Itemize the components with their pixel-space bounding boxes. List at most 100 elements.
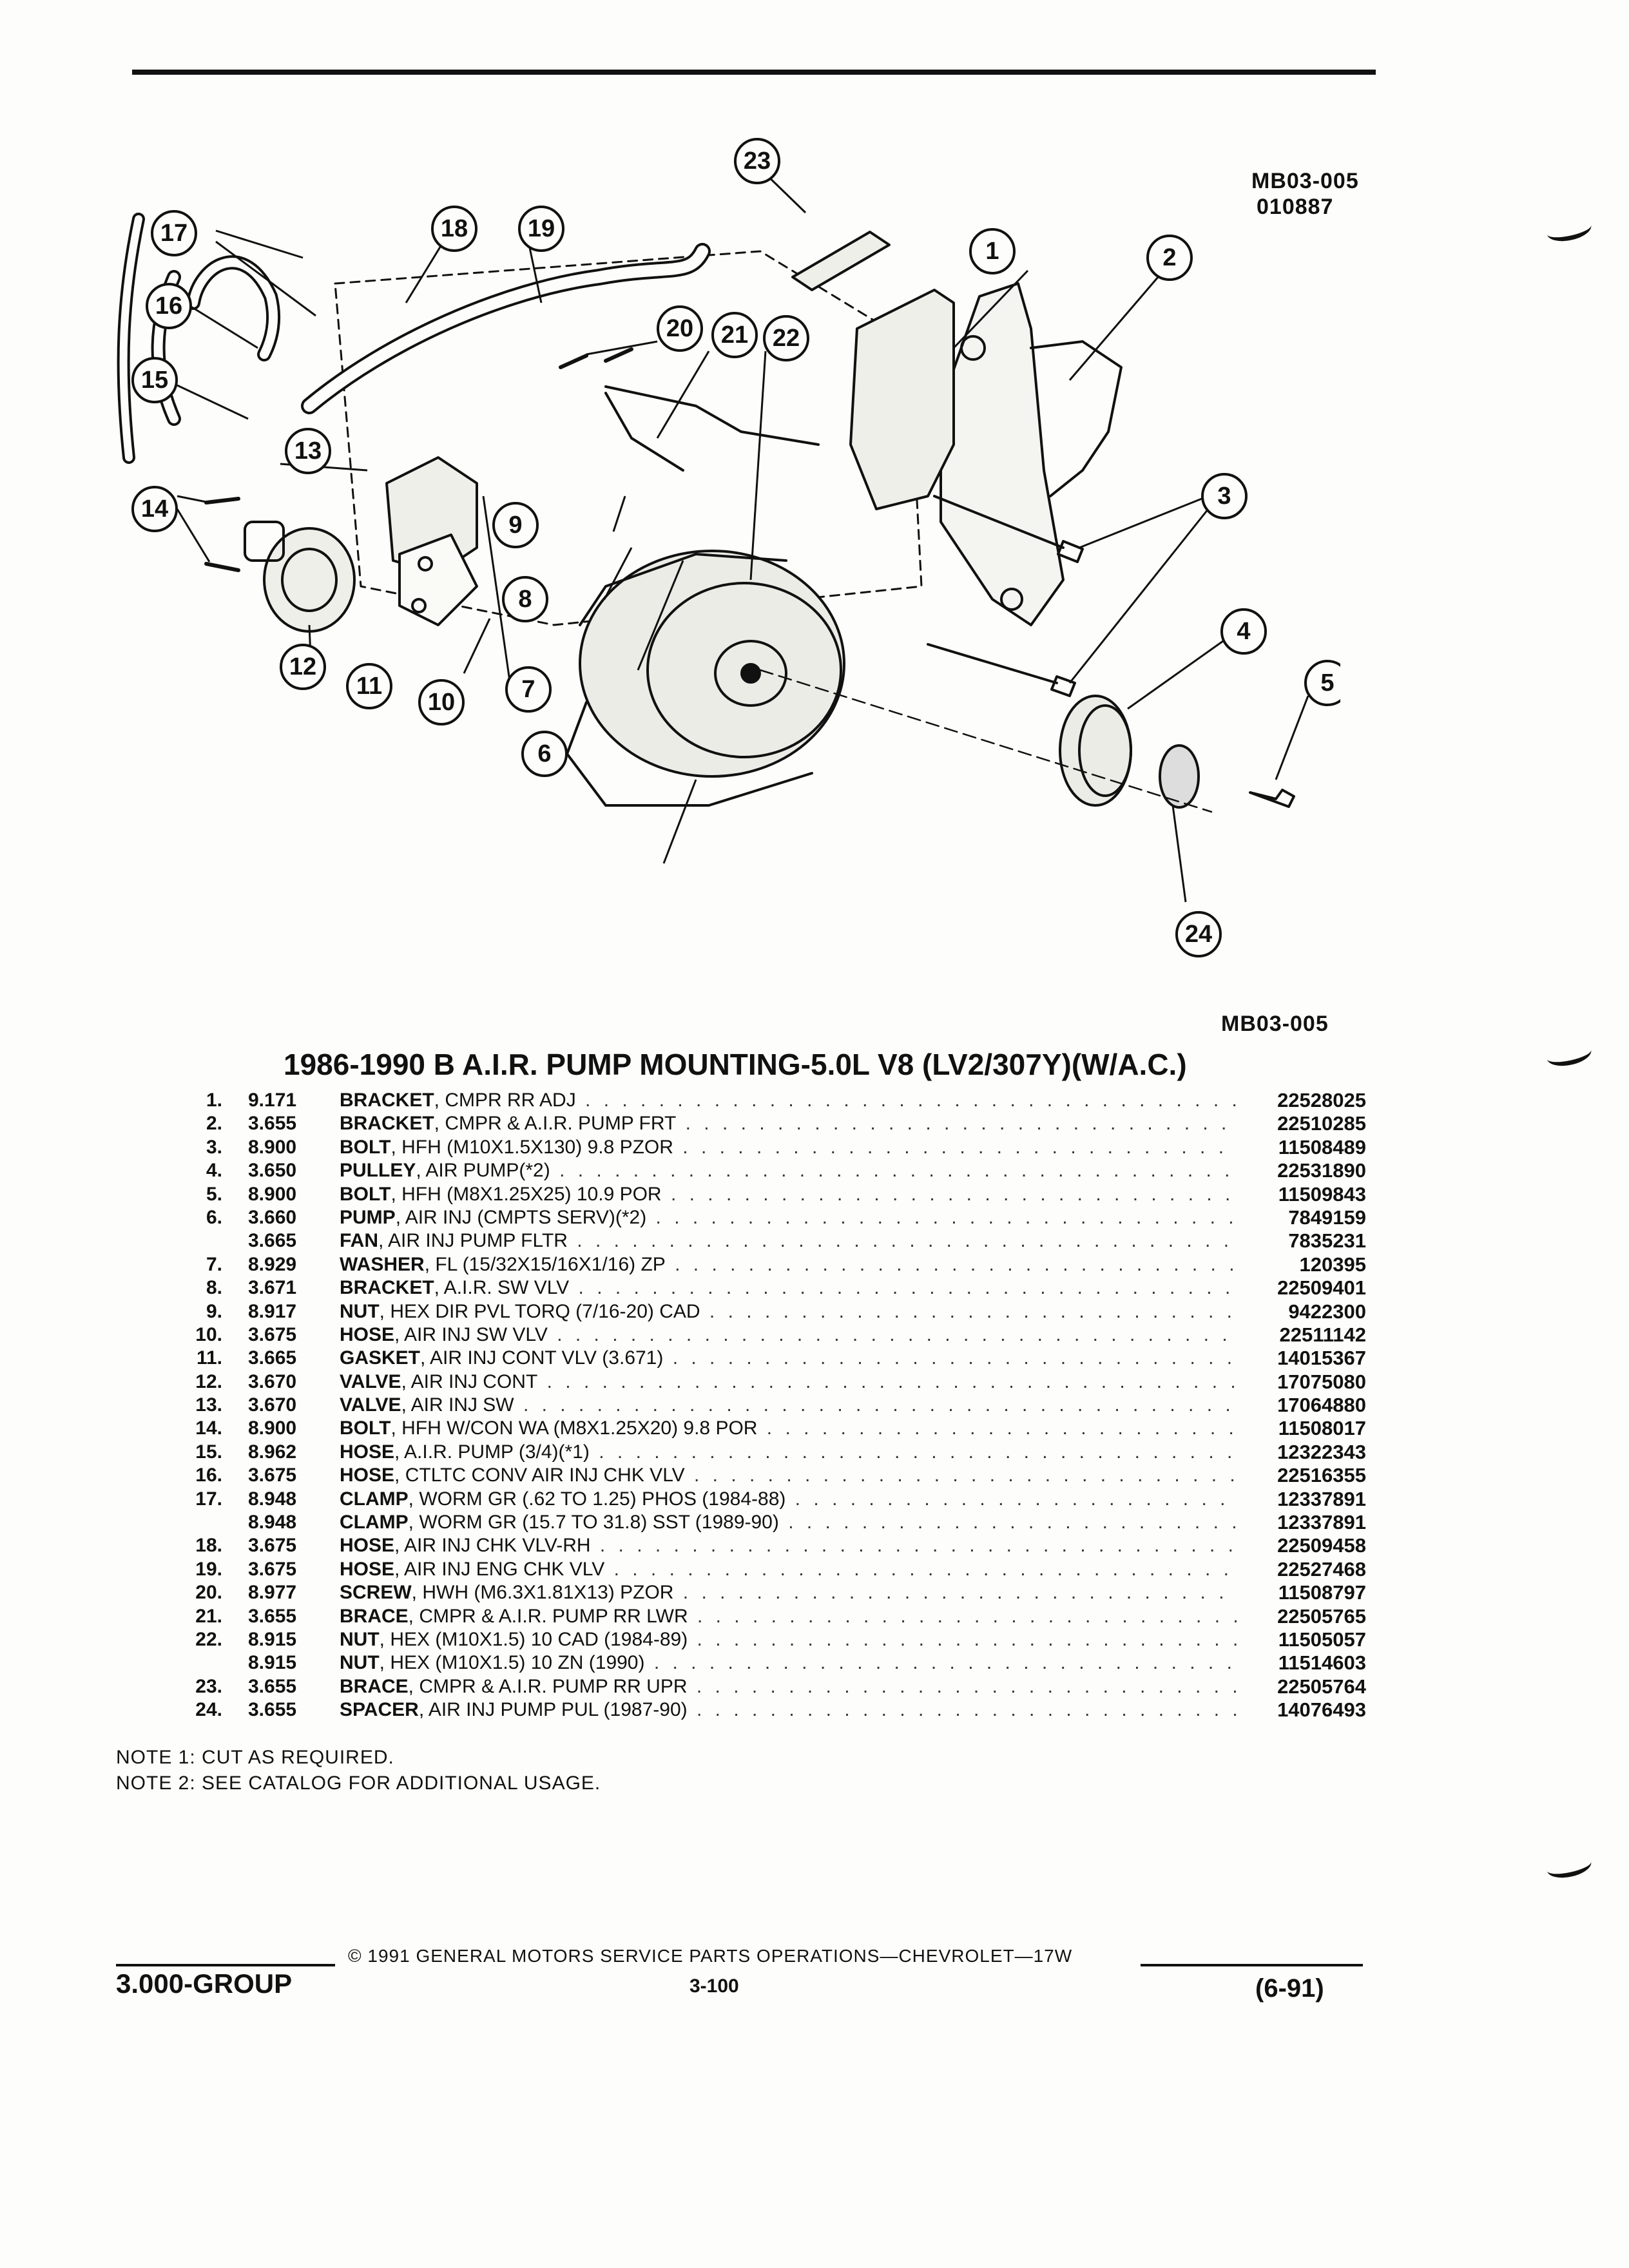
- part-noun: CLAMP: [340, 1488, 409, 1510]
- part-detail: , HFH W/CON WA (M8X1.25X20) 9.8 POR: [390, 1418, 758, 1439]
- part-detail: , AIR PUMP(*2): [416, 1160, 550, 1182]
- figure-id-top: MB03-005: [1251, 169, 1359, 193]
- callout-17: 17: [160, 220, 188, 247]
- group-number: 9.171: [248, 1090, 297, 1111]
- group-number: 8.900: [248, 1136, 297, 1158]
- callout-20: 20: [666, 315, 693, 342]
- part-description: SPACER, AIR INJ PUMP PUL (1987-90) . . .…: [340, 1698, 1237, 1722]
- part-detail: , HWH (M6.3X1.81X13) PZOR: [411, 1582, 674, 1604]
- group-number: 3.675: [248, 1323, 297, 1345]
- part-detail: , AIR INJ PUMP PUL (1987-90): [418, 1699, 688, 1721]
- notes: NOTE 1: CUT AS REQUIRED. NOTE 2: SEE CAT…: [116, 1745, 601, 1796]
- group-number: 8.948: [248, 1512, 297, 1533]
- part-number: 11508017: [1278, 1417, 1366, 1440]
- part-description: VALVE, AIR INJ CONT . . . . . . . . . . …: [340, 1370, 1237, 1394]
- part-number: 22509401: [1277, 1276, 1366, 1300]
- part-description: NUT, HEX (M10X1.5) 10 ZN (1990) . . . . …: [340, 1651, 1237, 1675]
- part-noun: PUMP: [340, 1206, 396, 1228]
- item-number: 19.: [195, 1558, 222, 1580]
- callout-4: 4: [1237, 618, 1250, 645]
- dot-leader: . . . . . . . . . . . . . . . . . . . . …: [697, 1628, 1237, 1650]
- group-number: 8.900: [248, 1183, 297, 1205]
- dot-leader: . . . . . . . . . . . . . . . . . . . . …: [697, 1605, 1237, 1627]
- part-number: 12322343: [1277, 1440, 1366, 1463]
- footer-copyright: © 1991 GENERAL MOTORS SERVICE PARTS OPER…: [348, 1946, 1073, 1966]
- group-number: 8.915: [248, 1628, 297, 1650]
- part-detail: , HEX (M10X1.5) 10 CAD (1984-89): [379, 1628, 688, 1650]
- callout-14: 14: [141, 495, 168, 523]
- part-noun: BRACKET: [340, 1090, 434, 1111]
- part-description: PUMP, AIR INJ (CMPTS SERV)(*2) . . . . .…: [340, 1206, 1237, 1229]
- part-number: 14015367: [1277, 1347, 1366, 1370]
- part-number: 9422300: [1288, 1300, 1366, 1323]
- group-number: 3.670: [248, 1370, 297, 1392]
- part-noun: GASKET: [340, 1347, 421, 1369]
- part-number: 22528025: [1277, 1089, 1366, 1111]
- part-description: BOLT, HFH (M10X1.5X130) 9.8 PZOR . . . .…: [340, 1136, 1237, 1159]
- part-noun: HOSE: [340, 1441, 395, 1463]
- item-number: 6.: [206, 1206, 222, 1228]
- dot-leader: . . . . . . . . . . . . . . . . . . . . …: [557, 1323, 1237, 1345]
- part-detail: , CTLTC CONV AIR INJ CHK VLV: [394, 1465, 685, 1486]
- binder-mark-bottom: [1545, 1851, 1594, 1881]
- group-number: 3.670: [248, 1394, 297, 1416]
- part-noun: BOLT: [340, 1183, 391, 1205]
- group-number: 3.675: [248, 1558, 297, 1580]
- item-number: 1.: [206, 1090, 222, 1111]
- part-noun: BRACE: [340, 1605, 409, 1627]
- dot-leader: . . . . . . . . . . . . . . . . . . . . …: [546, 1370, 1237, 1392]
- part-noun: BRACKET: [340, 1113, 434, 1135]
- part-noun: BRACKET: [340, 1277, 434, 1299]
- part-description: HOSE, AIR INJ SW VLV . . . . . . . . . .…: [340, 1323, 1237, 1347]
- callout-2: 2: [1162, 244, 1176, 271]
- dot-leader: . . . . . . . . . . . . . . . . . . . . …: [696, 1675, 1237, 1697]
- part-noun: WASHER: [340, 1253, 425, 1275]
- group-number: 8.962: [248, 1441, 297, 1463]
- part-detail: , AIR INJ CONT: [401, 1370, 538, 1392]
- part-detail: , HFH (M8X1.25X25) 10.9 POR: [390, 1183, 662, 1205]
- callout-6: 6: [537, 740, 551, 767]
- part-noun: BOLT: [340, 1136, 391, 1158]
- callout-10: 10: [428, 689, 455, 716]
- part-detail: , HFH (M10X1.5X130) 9.8 PZOR: [390, 1136, 673, 1158]
- parts-row: 19. 3.675 HOSE, AIR INJ ENG CHK VLV . . . …: [164, 1558, 1366, 1581]
- item-number: 16.: [195, 1465, 222, 1486]
- dot-leader: . . . . . . . . . . . . . . . . . . . . …: [578, 1277, 1237, 1299]
- part-description: CLAMP, WORM GR (.62 TO 1.25) PHOS (1984-…: [340, 1488, 1237, 1511]
- dot-leader: . . . . . . . . . . . . . . . . . . . . …: [577, 1230, 1237, 1252]
- item-number: 14.: [195, 1418, 222, 1439]
- part-noun: HOSE: [340, 1558, 395, 1580]
- footer-rule-left: [116, 1964, 335, 1966]
- dot-leader: . . . . . . . . . . . . . . . . . . . . …: [696, 1699, 1237, 1721]
- callout-5: 5: [1320, 669, 1334, 697]
- part-description: WASHER, FL (15/32X15/16X1/16) ZP . . . .…: [340, 1253, 1237, 1276]
- part-number: 22531890: [1277, 1159, 1366, 1182]
- item-number: 24.: [195, 1699, 222, 1721]
- part-noun: HOSE: [340, 1535, 395, 1557]
- item-number: 10.: [195, 1323, 222, 1345]
- group-number: 3.660: [248, 1206, 297, 1228]
- part-description: HOSE, AIR INJ ENG CHK VLV . . . . . . . …: [340, 1558, 1237, 1581]
- part-noun: HOSE: [340, 1323, 395, 1345]
- part-number: 17075080: [1277, 1370, 1366, 1393]
- callout-18: 18: [441, 215, 468, 242]
- group-number: 3.665: [248, 1347, 297, 1369]
- binder-mark-top: [1545, 215, 1594, 245]
- dot-leader: . . . . . . . . . . . . . . . . . . . . …: [613, 1558, 1237, 1580]
- item-number: 4.: [206, 1160, 222, 1182]
- part-number: 22527468: [1277, 1557, 1366, 1581]
- dot-leader: . . . . . . . . . . . . . . . . . . . . …: [599, 1441, 1237, 1463]
- part-noun: BRACE: [340, 1675, 409, 1697]
- item-number: 15.: [195, 1441, 222, 1463]
- item-number: 7.: [206, 1253, 222, 1275]
- part-description: BRACE, CMPR & A.I.R. PUMP RR UPR . . . .…: [340, 1675, 1237, 1698]
- part-description: NUT, HEX DIR PVL TORQ (7/16-20) CAD . . …: [340, 1300, 1237, 1323]
- part-detail: , CMPR & A.I.R. PUMP RR LWR: [408, 1605, 688, 1627]
